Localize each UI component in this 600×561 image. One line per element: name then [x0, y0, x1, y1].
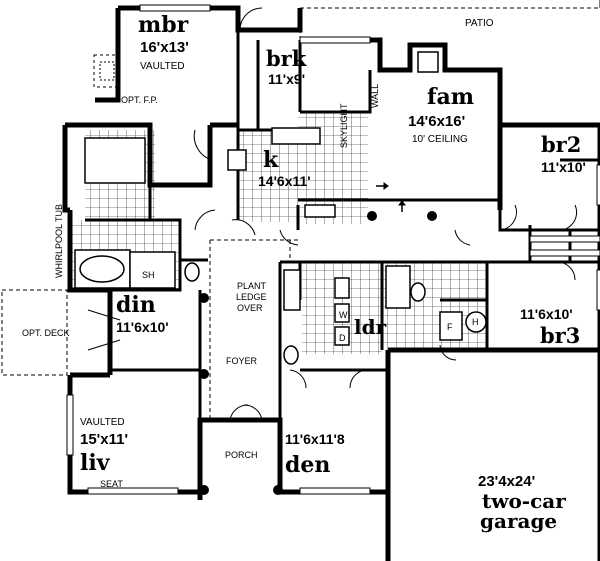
skylight-label: SKYLIGHT	[339, 103, 349, 148]
mbr-name: mbr	[138, 12, 189, 38]
wall-label: WALL	[370, 84, 380, 108]
br3-name: br3	[540, 323, 580, 348]
washer-label: W	[339, 310, 348, 320]
fam-note: 10' CEILING	[412, 134, 468, 145]
br2-name: br2	[541, 132, 581, 157]
mbr-dims: 16'x13'	[140, 39, 189, 56]
foyer-label: FOYER	[226, 356, 258, 366]
kitchen-name: k	[263, 147, 279, 173]
fam-name: fam	[427, 84, 474, 110]
furnace-label: F	[447, 322, 453, 332]
brk-dims: 11'x9'	[268, 71, 305, 87]
din-dims: 11'6x10'	[116, 319, 169, 335]
door-swings	[87, 7, 578, 421]
fixtures	[74, 51, 487, 365]
arrow-markers	[376, 182, 406, 212]
opt-fp-label: OPT. F.P.	[121, 95, 158, 105]
fam-dims: 14'6x16'	[408, 113, 465, 130]
kitchen-dims: 14'6x11'	[258, 173, 311, 189]
dryer-label: D	[339, 333, 346, 343]
din-name: din	[116, 292, 156, 318]
br2-dims: 11'x10'	[541, 159, 586, 175]
liv-name: liv	[80, 450, 111, 476]
liv-note: VAULTED	[80, 417, 125, 428]
plant-ledge-label-line1: PLANT	[237, 281, 267, 291]
br3-dims: 11'6x10'	[520, 306, 573, 322]
opt-deck-area	[1, 289, 68, 376]
den-name: den	[285, 452, 330, 478]
columns	[199, 211, 437, 495]
whirlpool-tub-label: WHIRLPOOL TUB	[54, 204, 64, 278]
plant-ledge-label-line3: OVER	[237, 303, 263, 313]
plant-ledge-label-line2: LEDGE	[236, 292, 267, 302]
ldr-name: ldr	[354, 315, 387, 339]
garage-name-line1: two-car	[482, 489, 566, 513]
windows	[66, 4, 600, 495]
plant-ledge-outline	[209, 239, 300, 420]
water-heater-label: H	[472, 317, 479, 327]
garage-dims: 23'4x24'	[478, 473, 535, 490]
seat-label: SEAT	[100, 479, 123, 489]
patio-label: PATIO	[465, 18, 494, 29]
garage-name-line2: garage	[480, 509, 557, 533]
brk-name: brk	[266, 46, 307, 71]
shower-label: SH	[142, 270, 155, 280]
patio-area	[299, 0, 600, 40]
interior-walls	[85, 30, 600, 420]
porch-label: PORCH	[225, 450, 258, 460]
mbr-note: VAULTED	[140, 61, 185, 72]
liv-dims: 15'x11'	[80, 431, 128, 448]
den-dims: 11'6x11'8	[285, 431, 345, 447]
opt-deck-label: OPT. DECK	[22, 328, 70, 338]
